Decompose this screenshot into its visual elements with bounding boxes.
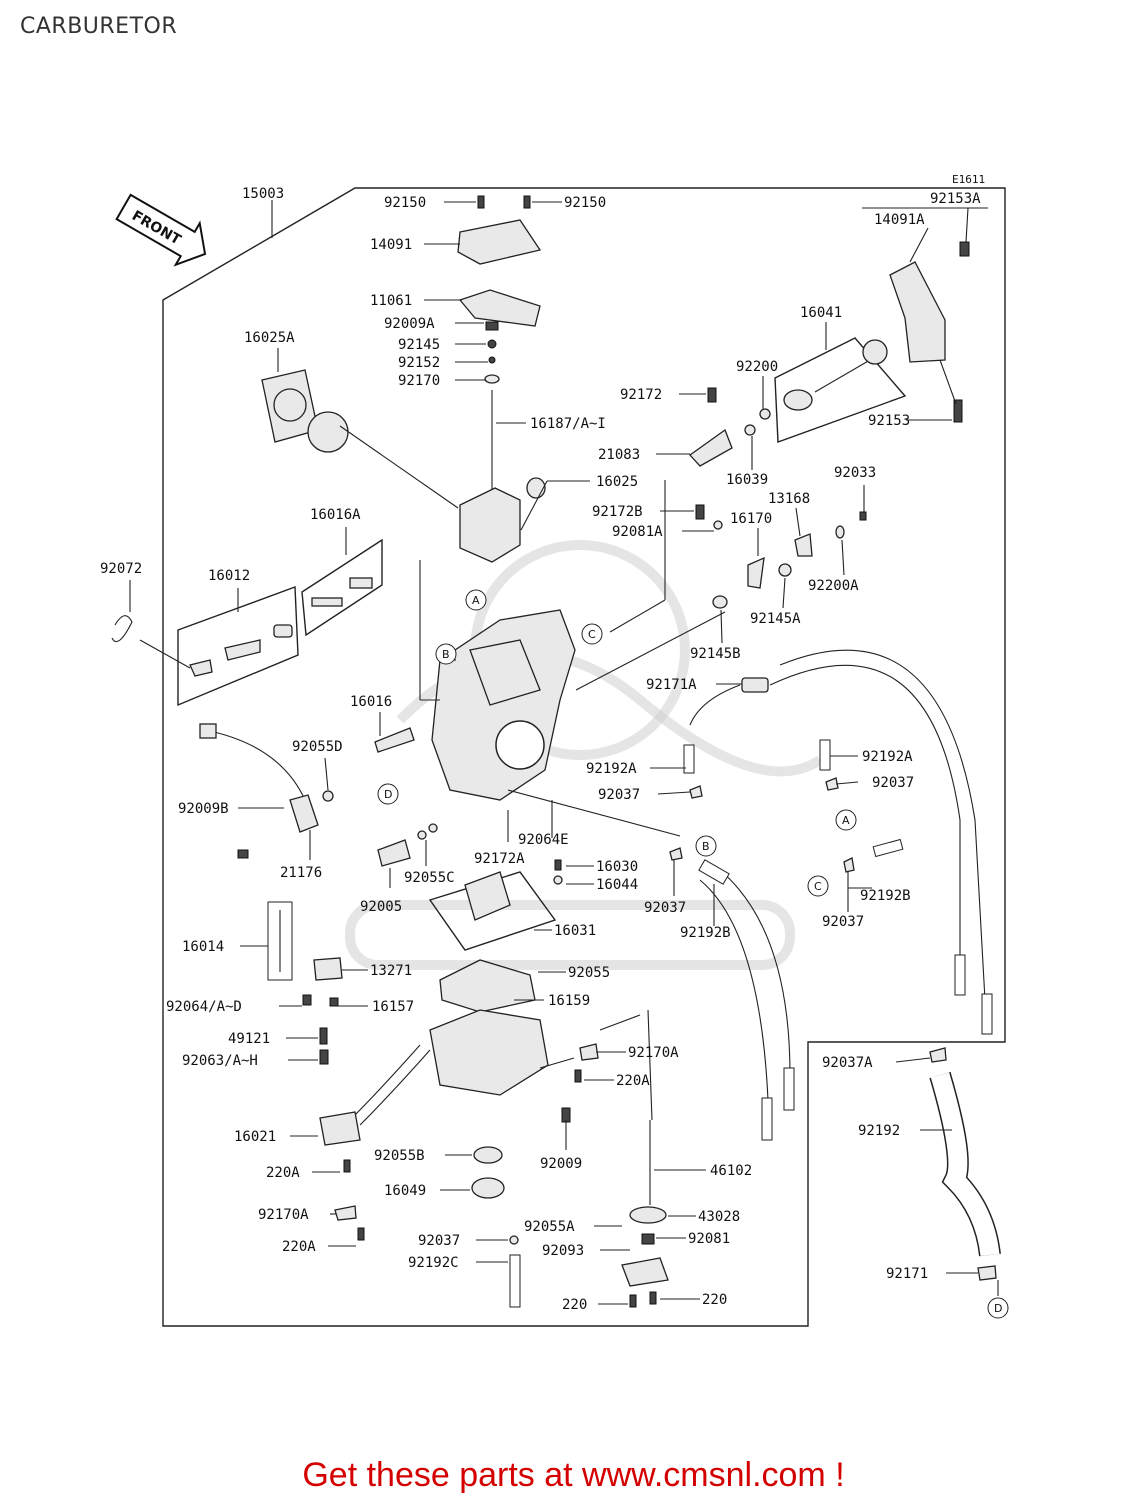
part-shapes (111, 195, 1001, 1308)
part-label: 92170A (628, 1045, 679, 1061)
part-label: 92172B (592, 504, 643, 520)
part-label: 92150 (564, 195, 606, 211)
part-label: 92172 (620, 387, 662, 403)
part-label: 92009 (540, 1156, 582, 1172)
part-label: 92055B (374, 1148, 425, 1164)
part-label: 92009B (178, 801, 229, 817)
part-label: 49121 (228, 1031, 270, 1047)
part-label: 21176 (280, 865, 322, 881)
ref-marker: C (814, 880, 822, 893)
part-label: 220 (702, 1292, 727, 1308)
part-label: 92172A (474, 851, 525, 867)
part-label: 16030 (596, 859, 638, 875)
part-label: 14091A (874, 212, 925, 228)
part-label: 46102 (710, 1163, 752, 1179)
part-label: 92072 (100, 561, 142, 577)
part-label: 92055 (568, 965, 610, 981)
ref-marker: D (384, 788, 392, 801)
part-label: 13168 (768, 491, 810, 507)
part-label: 92192B (680, 925, 731, 941)
part-label: 92055D (292, 739, 343, 755)
part-label: 16025 (596, 474, 638, 490)
part-label: 11061 (370, 293, 412, 309)
part-label: 16049 (384, 1183, 426, 1199)
part-label: 92153A (930, 191, 981, 207)
part-label: 16170 (730, 511, 772, 527)
part-label: 92037 (598, 787, 640, 803)
part-label: 92009A (384, 316, 435, 332)
part-label: 92037A (822, 1055, 873, 1071)
part-label: 16041 (800, 305, 842, 321)
part-label: 92037 (822, 914, 864, 930)
part-label: 92055C (404, 870, 455, 886)
part-label: 92192 (858, 1123, 900, 1139)
ref-marker: D (994, 1302, 1002, 1315)
part-label: 16044 (596, 877, 638, 893)
ref-marker: B (702, 840, 710, 853)
part-label: 16039 (726, 472, 768, 488)
part-label: 92200A (808, 578, 859, 594)
front-arrow-icon: FRONT (115, 193, 207, 267)
part-label: 16031 (554, 923, 596, 939)
part-label: 92033 (834, 465, 876, 481)
part-label: 92170A (258, 1207, 309, 1223)
part-label: 16021 (234, 1129, 276, 1145)
part-label: 16012 (208, 568, 250, 584)
part-label: 13271 (370, 963, 412, 979)
part-label: 92063/A~H (182, 1053, 258, 1069)
part-label: 92145B (690, 646, 741, 662)
part-label: 16157 (372, 999, 414, 1015)
part-label: 16016 (350, 694, 392, 710)
part-label: 92064E (518, 832, 569, 848)
diagram-code: E1611 (952, 173, 985, 186)
part-label: 92037 (872, 775, 914, 791)
part-label: 16025A (244, 330, 295, 346)
part-label: 16014 (182, 939, 224, 955)
part-label: 16159 (548, 993, 590, 1009)
part-label: 92170 (398, 373, 440, 389)
part-label: 220 (562, 1297, 587, 1313)
leader-lines (129, 200, 999, 1305)
part-label: 92192C (408, 1255, 459, 1271)
page-title: CARBURETOR (20, 14, 178, 39)
reference-markers: A B C D A B C D (377, 589, 1009, 1319)
part-label: 92171 (886, 1266, 928, 1282)
part-label: 16016A (310, 507, 361, 523)
assembly-frame (162, 187, 1006, 1327)
part-label: 92145A (750, 611, 801, 627)
part-label: 92153 (868, 413, 910, 429)
part-label: 220A (266, 1165, 300, 1181)
part-label: 92081A (612, 524, 663, 540)
part-label: 92055A (524, 1219, 575, 1235)
part-label: 14091 (370, 237, 412, 253)
part-label: 92037 (418, 1233, 460, 1249)
part-label: 92037 (644, 900, 686, 916)
part-label: 92093 (542, 1243, 584, 1259)
part-label: 92145 (398, 337, 440, 353)
part-label: 220A (282, 1239, 316, 1255)
part-labels: 15003 92150 92150 14091 11061 92009A 921… (100, 186, 981, 1313)
part-label: 92150 (384, 195, 426, 211)
part-label: 220A (616, 1073, 650, 1089)
part-label: 92152 (398, 355, 440, 371)
part-label: 21083 (598, 447, 640, 463)
part-label: 15003 (242, 186, 284, 202)
part-label: 43028 (698, 1209, 740, 1225)
part-label: 16187/A~I (530, 416, 606, 432)
part-label: 92192A (862, 749, 913, 765)
footer-promo-text: Get these parts at www.cmsnl.com ! (302, 1456, 845, 1494)
part-label: 92171A (646, 677, 697, 693)
ref-marker: B (442, 648, 450, 661)
part-label: 92064/A~D (166, 999, 242, 1015)
part-label: 92192A (586, 761, 637, 777)
part-label: 92005 (360, 899, 402, 915)
ref-marker: A (472, 594, 480, 607)
ref-marker: C (588, 628, 596, 641)
part-label: 92081 (688, 1231, 730, 1247)
part-label: 92192B (860, 888, 911, 904)
part-label: 92200 (736, 359, 778, 375)
ref-marker: A (842, 814, 850, 827)
